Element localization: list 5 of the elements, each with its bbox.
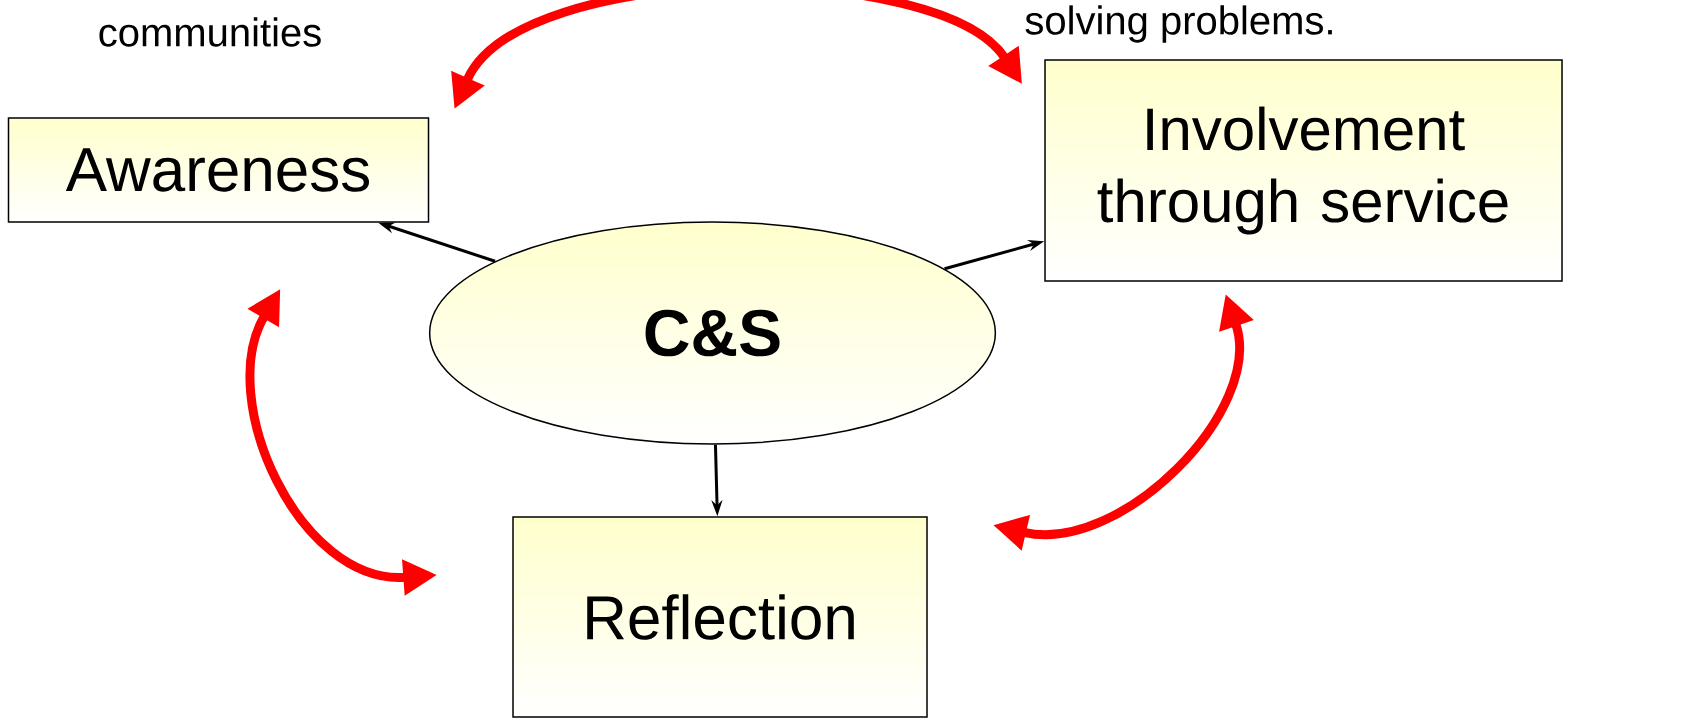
note-text: solving problems.: [1025, 5, 1332, 43]
process-box: Awareness: [7, 117, 430, 223]
process-box: Reflection: [512, 516, 928, 718]
note-text: communities: [99, 17, 321, 47]
process-box: Involvement through service: [1044, 59, 1563, 282]
